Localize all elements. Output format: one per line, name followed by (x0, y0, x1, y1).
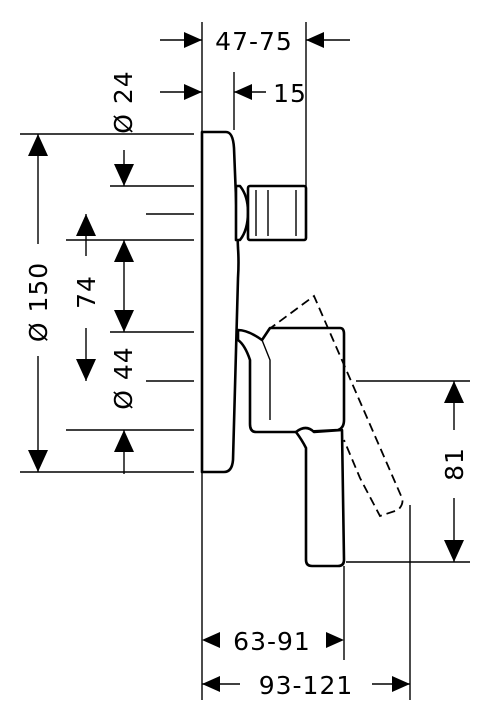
dim-label-81: 81 (440, 447, 469, 481)
product-outline (200, 130, 404, 568)
wall-plate (200, 130, 240, 474)
dim-label-15: 15 (273, 79, 307, 108)
dimension-labels: 47-75 15 Ø 24 Ø 150 74 Ø 44 81 63-91 93-… (24, 27, 469, 700)
diverter-knob (246, 184, 308, 242)
dim-label-diameter-150: Ø 150 (24, 262, 53, 342)
dim-label-47-75: 47-75 (215, 27, 293, 56)
dimension-lines (20, 22, 470, 700)
dim-label-93-121: 93-121 (259, 671, 354, 700)
dim-label-74: 74 (72, 275, 101, 309)
lever-body (236, 326, 346, 434)
lever-handle (294, 426, 346, 568)
dim-label-diameter-24: Ø 24 (109, 70, 138, 133)
diverter-neck (234, 184, 250, 242)
dim-label-diameter-44: Ø 44 (109, 346, 138, 409)
dim-label-63-91: 63-91 (233, 627, 311, 656)
lever-alternate-position (267, 294, 404, 518)
